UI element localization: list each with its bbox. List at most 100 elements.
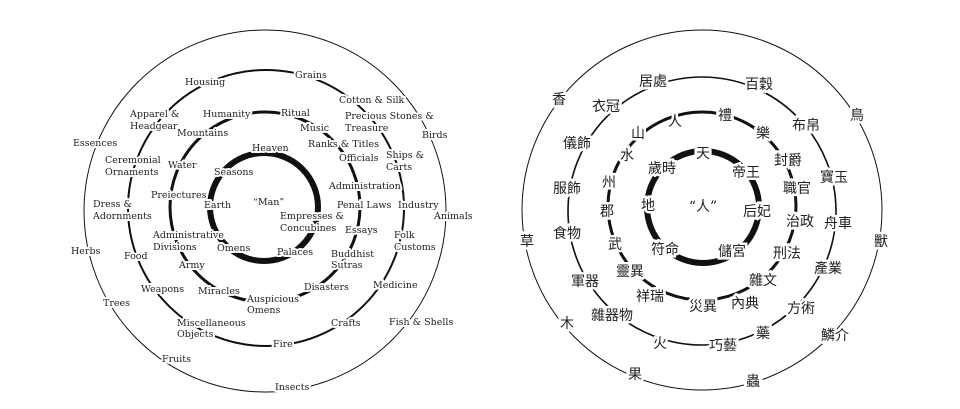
category-label: Earth [204,200,231,211]
category-label: Essences [73,138,117,149]
category-label: 天 [696,146,710,162]
category-label: 雜文 [749,273,777,289]
category-label: Administrative [152,230,224,241]
category-label: Precious Stones & [345,111,434,122]
category-label: Miracles [198,286,240,297]
category-label: 寶玉 [820,170,848,186]
category-label: 歲時 [648,161,676,177]
category-label: Customs [394,242,436,253]
category-label: 鱗介 [821,328,849,344]
category-label: Penal Laws [337,200,392,211]
category-label: 后妃 [743,204,771,220]
category-label: 火 [653,336,667,352]
outer-ring [83,29,447,393]
category-label: 獸 [874,234,888,250]
category-label: 儲宮 [718,244,746,260]
category-label: Grains [295,70,327,81]
category-label: Weapons [141,284,184,295]
category-label: Cotton & Silk [339,95,405,106]
category-label: 軍器 [571,274,599,290]
category-label: 木 [560,316,574,332]
category-label: 產業 [814,260,842,277]
category-label: Ornaments [105,167,159,178]
category-label: Folk [394,230,415,241]
category-label: Ceremonial [105,155,161,166]
category-label: Palaces [277,247,313,258]
category-label: Carts [386,162,412,173]
category-label: 祥瑞 [636,289,664,305]
category-label: Ships & [386,150,424,161]
category-label: 雜器物 [591,308,633,324]
category-label: “Man” [253,197,284,208]
category-label: Food [124,251,148,262]
category-label: Headgear [130,121,178,132]
category-label: Herbs [71,246,101,257]
category-label: 刑法 [773,246,801,262]
category-label: 帝王 [732,165,760,181]
category-label: 服飾 [553,181,581,197]
category-label: 職官 [783,181,811,197]
category-label: Essays [345,225,378,236]
category-label: 鳥 [850,108,864,124]
category-label: 符命 [651,241,679,258]
category-label: Fish & Shells [389,317,453,328]
category-label: 靈異 [616,264,644,280]
category-label: Preiectures [151,190,207,201]
third-ring [606,110,798,302]
category-label: Concubines [280,223,336,234]
category-label: Empresses & [280,211,344,222]
category-label: Administration [328,181,401,192]
category-label: Seasons [214,167,254,178]
category-label: 居處 [639,74,667,90]
category-label: Medicine [373,280,418,291]
category-label: 舟車 [824,215,852,232]
category-label: 州 [602,175,616,191]
category-label: 蟲 [746,374,760,390]
category-label: Water [168,160,197,171]
category-label: 香 [552,92,566,108]
category-label: Humanity [203,109,251,120]
category-label: 封爵 [774,153,802,169]
category-label: Adornments [92,211,152,222]
second-ring [127,69,405,347]
category-label: 方術 [787,301,815,317]
inner-ring [644,148,762,266]
category-label: “人” [689,199,717,215]
category-label: Officials [339,153,379,164]
category-label: Sutras [331,260,363,271]
category-label: Army [178,260,205,271]
category-label: Mountains [177,128,228,139]
category-label: Insects [275,382,310,393]
category-label: Treasure [345,123,389,134]
category-label: Objects [177,329,214,340]
category-label: Disasters [304,282,349,293]
category-label: Buddhist [331,249,374,260]
category-label: Birds [422,130,448,141]
category-label: Ranks & Titles [308,139,379,150]
category-label: Miscellaneous [177,318,246,329]
category-label: 人 [668,114,682,130]
category-label: Ritual [281,108,310,119]
category-label: Fire [273,339,293,350]
category-label: Auspicious [246,294,299,305]
category-label: Apparel & [129,109,179,120]
inner-ring [207,150,321,264]
category-label: 樂 [756,125,770,142]
category-label: 百穀 [745,77,773,93]
category-label: 武 [608,237,622,253]
category-label: 災異 [689,299,717,315]
second-ring [567,76,837,346]
category-label: Heaven [252,143,289,154]
category-label: 衣冠 [592,99,620,115]
category-label: 果 [628,367,642,383]
category-label: Housing [185,77,225,88]
category-label: Dress & [93,199,132,210]
category-label: 山 [631,126,645,142]
category-label: 郡 [600,204,614,220]
outer-ring [521,29,883,391]
category-label: 布帛 [792,117,820,134]
third-ring [168,110,362,304]
category-label: 巧藝 [709,338,737,354]
category-label: 治政 [786,214,814,230]
